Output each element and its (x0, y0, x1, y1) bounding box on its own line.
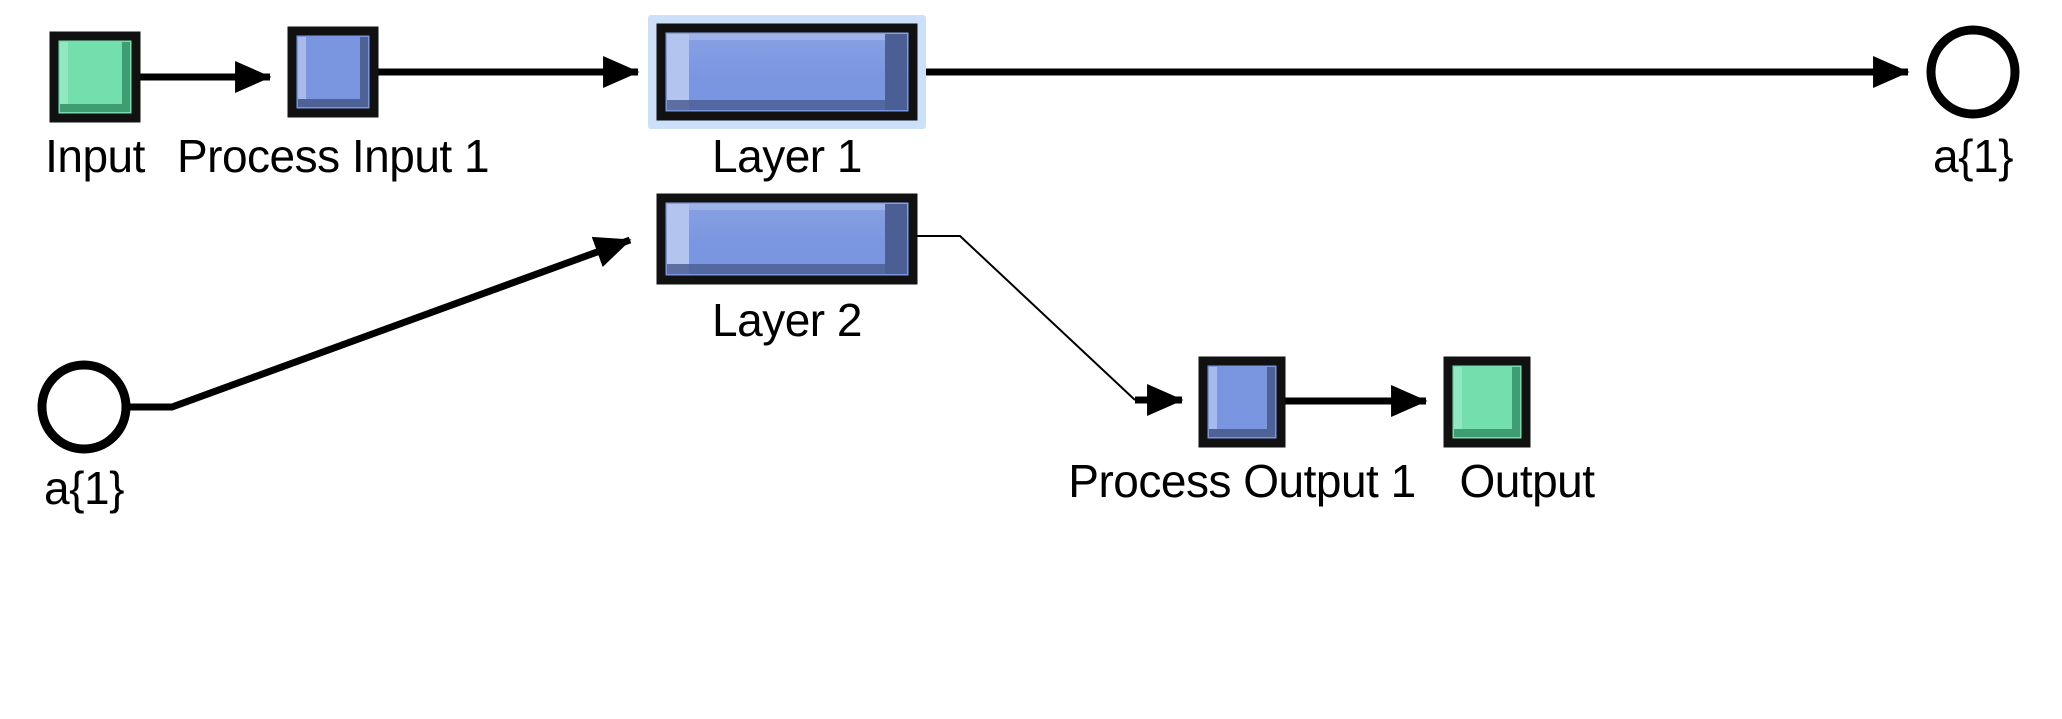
connection-a1-bottom-to-layer-2 (126, 236, 632, 411)
node-process-input-1[interactable] (287, 26, 379, 118)
label-layer-2: Layer 2 (712, 294, 862, 346)
input-block-bottom-shadow (60, 104, 130, 112)
node-process-output-1[interactable] (1198, 356, 1286, 448)
label-process-input-1: Process Input 1 (176, 130, 490, 182)
process-input-1-bottom-shadow (298, 99, 368, 107)
label-input: Input (45, 130, 145, 182)
a1-top-circle (1926, 25, 2020, 119)
connection-layer-2-to-process-output-1 (913, 235, 1184, 417)
process-output-1-bottom-shadow (1209, 429, 1275, 437)
node-layer-2[interactable] (656, 193, 918, 285)
process-input-1-shadow (360, 37, 368, 107)
process-input-1-highlight (298, 37, 306, 107)
output-block-highlight (1454, 367, 1462, 437)
input-block-highlight (60, 42, 68, 112)
layer-2-shadow (885, 204, 907, 274)
label-a1-bottom: a{1} (44, 462, 124, 514)
layer-2-top-highlight (689, 204, 885, 210)
node-input[interactable] (49, 31, 141, 123)
layer-2-bottom-shadow (667, 264, 907, 274)
layer-1-highlight (667, 34, 689, 110)
layer-2-highlight (667, 204, 689, 274)
layer-1-bottom-shadow (667, 100, 907, 110)
layer-1-top-highlight (689, 34, 885, 40)
process-output-1-shadow (1267, 367, 1275, 437)
node-layer-1[interactable] (648, 15, 926, 129)
node-output[interactable] (1443, 356, 1531, 448)
node-a1-top[interactable] (1926, 25, 2020, 119)
connector-line-thin (913, 235, 1136, 401)
a1-bottom-circle (37, 360, 131, 454)
output-block-bottom-shadow (1454, 429, 1520, 437)
label-a1-top: a{1} (1933, 130, 2013, 182)
node-a1-bottom[interactable] (37, 360, 131, 454)
label-output: Output (1459, 455, 1595, 507)
label-layer-1: Layer 1 (712, 130, 862, 182)
output-block-shadow (1512, 367, 1520, 437)
connector-line (126, 236, 632, 411)
input-block-shadow (122, 42, 130, 112)
process-output-1-highlight (1209, 367, 1217, 437)
layer-1-shadow (885, 34, 907, 110)
label-process-output-1: Process Output 1 (1068, 455, 1416, 507)
